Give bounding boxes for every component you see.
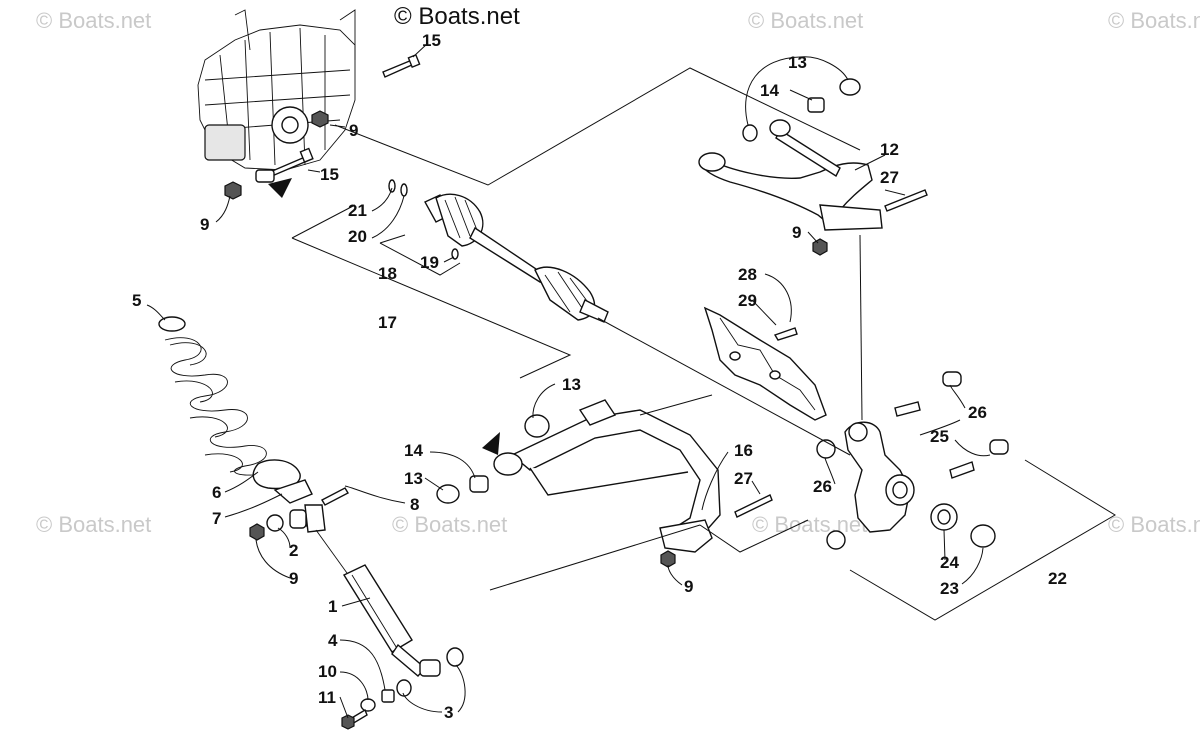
- callout-3: 3: [444, 703, 453, 722]
- callout-1: 1: [328, 597, 337, 616]
- callout-26-upper: 26: [968, 403, 987, 422]
- watermark-top-far-right: © Boats.net: [1108, 8, 1200, 33]
- upper-a-arm: [698, 78, 928, 256]
- callout-9-shock: 9: [289, 569, 298, 588]
- callout-20: 20: [348, 227, 367, 246]
- lower-a-arm: [436, 399, 773, 568]
- callout-11: 11: [318, 688, 336, 707]
- callout-27-upper: 27: [880, 168, 899, 187]
- watermark-mid-right: © Boats.net: [752, 512, 867, 537]
- callout-27-lower: 27: [734, 469, 753, 488]
- watermark-mid-center: © Boats.net: [392, 512, 507, 537]
- callout-10: 10: [318, 662, 337, 681]
- callout-22: 22: [1048, 569, 1067, 588]
- callout-7: 7: [212, 509, 221, 528]
- callout-26-lower: 26: [813, 477, 832, 496]
- callout-9-lower-arm: 9: [684, 577, 693, 596]
- callout-4: 4: [328, 631, 338, 650]
- watermark-mid-left: © Boats.net: [36, 512, 151, 537]
- callout-9-upper-arm: 9: [792, 223, 801, 242]
- callout-2: 2: [289, 541, 298, 560]
- leader-lines: [146, 42, 1116, 719]
- watermark-mid-far-right: © Boats.net: [1108, 512, 1200, 537]
- drive-axle: [388, 179, 609, 323]
- callout-28: 28: [738, 265, 757, 284]
- callout-12: 12: [880, 140, 899, 159]
- callout-14-lower: 14: [404, 441, 423, 460]
- callout-15-top: 15: [422, 31, 441, 50]
- callout-19: 19: [420, 253, 439, 272]
- callout-17: 17: [378, 313, 397, 332]
- callout-9-engine: 9: [349, 121, 358, 140]
- steering-knuckle: [816, 371, 1009, 550]
- callout-15-lower: 15: [320, 165, 339, 184]
- callout-13-lower: 13: [562, 375, 581, 394]
- direction-arrow-lower: [482, 432, 500, 455]
- shock-absorber: [249, 487, 464, 730]
- callout-9-left: 9: [200, 215, 209, 234]
- watermark-top-left: © Boats.net: [36, 8, 151, 33]
- callout-25: 25: [930, 427, 949, 446]
- callout-8: 8: [410, 495, 419, 514]
- callout-6: 6: [212, 483, 221, 502]
- engine-frame-illustration: [197, 9, 356, 171]
- callout-29: 29: [738, 291, 757, 310]
- callout-24: 24: [940, 553, 959, 572]
- callout-21: 21: [348, 201, 367, 220]
- coil-spring: [158, 316, 313, 504]
- skid-guard: [703, 306, 827, 421]
- callout-16: 16: [734, 441, 753, 460]
- callout-13-upper: 13: [788, 53, 807, 72]
- watermark-top-right: © Boats.net: [748, 8, 863, 33]
- engine-mount-hardware: [224, 53, 421, 200]
- callout-18: 18: [378, 264, 397, 283]
- callout-numbers: 15 9 15 9 21 20 19 18 17 5 13 14 12 27 9…: [132, 31, 1067, 722]
- watermarks: © Boats.net © Boats.net © Boats.net © Bo…: [36, 3, 1200, 537]
- callout-13-washer: 13: [404, 469, 423, 488]
- watermark-top-center: © Boats.net: [394, 3, 520, 30]
- direction-arrow-upper: [268, 178, 292, 198]
- callout-14-upper: 14: [760, 81, 779, 100]
- callout-5: 5: [132, 291, 141, 310]
- callout-23: 23: [940, 579, 959, 598]
